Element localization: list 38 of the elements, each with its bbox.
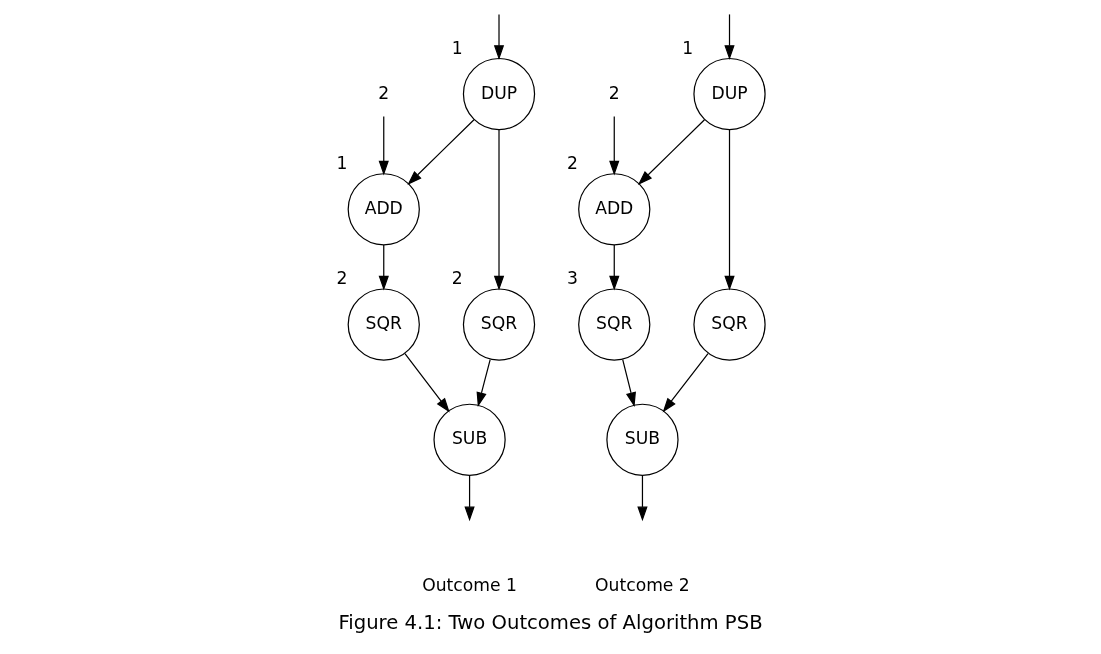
arrow <box>609 115 620 176</box>
node-circle: ADD <box>578 173 651 246</box>
node-label: 1 <box>336 153 348 174</box>
arrow <box>378 115 389 176</box>
caption: Figure 4.1: Two Outcomes of Algorithm PSB <box>338 611 763 635</box>
arrow <box>464 475 475 522</box>
node-circle: SQR <box>578 288 651 361</box>
node-label: 2 <box>451 268 463 289</box>
arrow <box>609 244 620 291</box>
node-circle: SQR <box>462 288 536 361</box>
node-circle: SQR <box>347 288 420 361</box>
arrow <box>724 129 735 291</box>
node-circle: SUB <box>606 403 679 476</box>
node-circle: DUP <box>693 57 766 131</box>
node-circle: SUB <box>433 403 506 476</box>
node-circle: ADD <box>347 173 420 246</box>
node-text: 2 <box>378 82 390 103</box>
arrow <box>378 244 389 291</box>
label: Outcome 2 <box>595 575 690 596</box>
node-circle: SQR <box>693 288 766 361</box>
node-label: 2 <box>567 153 579 174</box>
node-text: 2 <box>608 82 620 103</box>
label: Outcome 1 <box>422 575 517 596</box>
arrow <box>637 119 706 185</box>
node-label: 1 <box>682 37 694 58</box>
arrow <box>404 353 450 413</box>
arrow <box>493 129 505 291</box>
arrow <box>476 359 491 407</box>
node-label: 1 <box>451 37 463 58</box>
arrow <box>637 475 648 522</box>
arrow <box>407 119 475 185</box>
arrow <box>493 13 505 60</box>
node-label: 2 <box>336 268 348 289</box>
arrow <box>622 359 636 407</box>
node-label: 3 <box>567 268 579 289</box>
arrow <box>662 353 709 413</box>
node-circle: DUP <box>462 57 536 131</box>
arrow <box>724 13 735 60</box>
